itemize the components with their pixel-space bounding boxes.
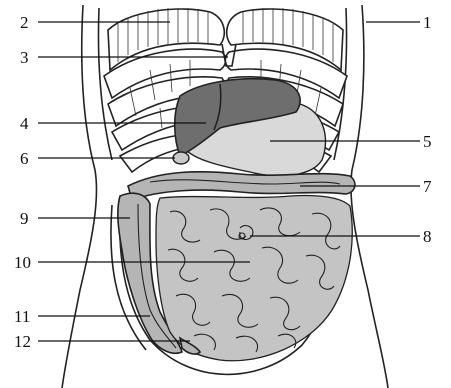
label-2: 2: [20, 13, 29, 32]
label-1: 1: [423, 13, 432, 32]
label-11: 11: [14, 307, 30, 326]
label-4: 4: [20, 114, 29, 133]
label-9: 9: [20, 209, 29, 228]
label-12: 12: [14, 332, 31, 351]
label-5: 5: [423, 132, 432, 151]
label-6: 6: [20, 149, 29, 168]
label-7: 7: [423, 177, 432, 196]
gallbladder: [173, 152, 189, 164]
label-10: 10: [14, 253, 31, 272]
label-3: 3: [20, 48, 29, 67]
label-8: 8: [423, 227, 432, 246]
